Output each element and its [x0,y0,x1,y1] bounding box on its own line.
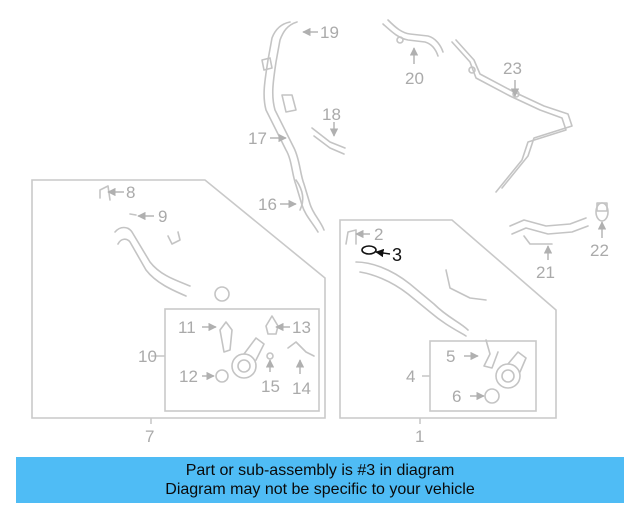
label-4: 4 [406,367,415,386]
banner-line-2: Diagram may not be specific to your vehi… [165,481,475,498]
label-17: 17 [248,129,267,148]
label-22: 22 [590,241,609,260]
label-23: 23 [503,59,522,78]
label-2: 2 [374,225,383,244]
label-10: 10 [138,347,157,366]
label-16: 16 [258,195,277,214]
assembly-1-outline [339,219,557,424]
label-20: 20 [405,69,424,88]
label-18: 18 [322,105,341,124]
callout-labels: 19 20 23 18 17 16 8 9 2 3 22 21 11 13 10… [126,23,609,446]
label-7: 7 [145,427,154,446]
label-3: 3 [392,245,402,265]
label-19: 19 [320,23,339,42]
upper-hose-parts [261,21,346,233]
label-9: 9 [158,207,167,226]
assembly-7-parts [99,185,315,383]
label-13: 13 [292,318,311,337]
assembly-7-outline [31,179,326,424]
info-banner: Part or sub-assembly is #3 in diagram Di… [16,457,624,503]
leader-arrows [107,27,607,401]
label-12: 12 [179,367,198,386]
label-11: 11 [178,318,196,337]
label-8: 8 [126,183,135,202]
hose-21-22 [509,202,609,245]
hose-20 [382,19,444,57]
label-6: 6 [452,387,461,406]
label-15: 15 [261,377,280,396]
label-14: 14 [292,379,311,398]
label-1: 1 [415,427,424,446]
assembly-1-parts [345,229,527,404]
part-3-gasket [361,245,377,255]
label-21: 21 [536,263,555,282]
label-5: 5 [446,347,455,366]
banner-line-1: Part or sub-assembly is #3 in diagram [185,462,455,479]
